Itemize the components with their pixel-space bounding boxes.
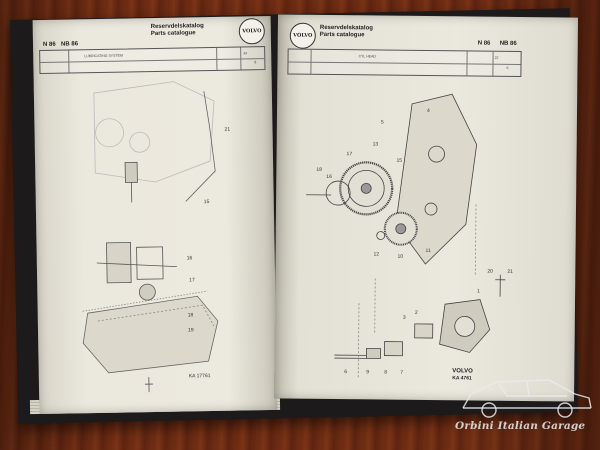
right-callout: 11 [426, 248, 431, 254]
right-callout: 2 [415, 310, 418, 316]
right-callout: 9 [366, 369, 369, 375]
left-page-code: 34 [243, 51, 248, 56]
right-callout: 18 [316, 167, 322, 173]
right-callout: 10 [397, 254, 403, 260]
watermark-text: Orbini Italian Garage [455, 420, 586, 432]
right-catalog-page: VOLVO Reservdelskatalog Parts catalogue … [273, 14, 579, 402]
left-section-label: LUBRICATING SYSTEM [84, 53, 123, 59]
left-callout: 15 [204, 199, 210, 205]
timing-gear-diagram: 4 13 18 17 16 15 5 12 10 11 9 8 7 6 2 1 … [306, 93, 513, 379]
right-callout: 7 [400, 370, 403, 376]
left-header-line2: Parts catalogue [150, 30, 196, 38]
right-callout: 20 [487, 269, 493, 275]
left-small-code: 8 [254, 60, 257, 65]
right-callout: 13 [373, 141, 379, 147]
car-outline-icon [462, 379, 592, 418]
right-code-2: NB 86 [499, 40, 517, 47]
right-callout: 16 [326, 174, 332, 180]
right-callout: 17 [347, 151, 353, 157]
left-code-1: N 86 [42, 41, 56, 48]
left-callout: 21 [224, 127, 230, 133]
right-callout: 1 [477, 289, 480, 295]
right-callout: 5 [381, 120, 384, 126]
right-callout: 12 [373, 251, 379, 257]
right-callout: 6 [344, 369, 347, 375]
left-corner-stamp: KA 17761 [189, 373, 211, 379]
right-callout: 21 [507, 269, 513, 275]
right-section-label: CYL HEAD [358, 54, 376, 59]
left-catalog-page: Reservdelskatalog Parts catalogue VOLVO … [32, 15, 278, 415]
left-volvo-logo: VOLVO [238, 18, 266, 45]
right-callout: 3 [403, 315, 406, 321]
left-callout: 19 [188, 327, 194, 333]
right-callout: 15 [396, 158, 402, 164]
left-callout: 16 [187, 255, 193, 261]
left-callout: 17 [189, 277, 195, 283]
right-callout: 4 [427, 108, 430, 114]
right-code-1: N 86 [477, 40, 491, 47]
right-volvo-logo: VOLVO [289, 22, 316, 49]
left-code-2: NB 86 [60, 41, 79, 48]
right-small-code: 6 [506, 65, 509, 70]
left-callout: 18 [188, 312, 194, 318]
right-page-code: 22 [494, 55, 499, 60]
right-header-line2: Parts catalogue [319, 31, 365, 39]
lubrication-diagram: 21 15 16 17 18 19 KA 17761 [82, 81, 230, 393]
right-callout: 8 [384, 370, 387, 376]
